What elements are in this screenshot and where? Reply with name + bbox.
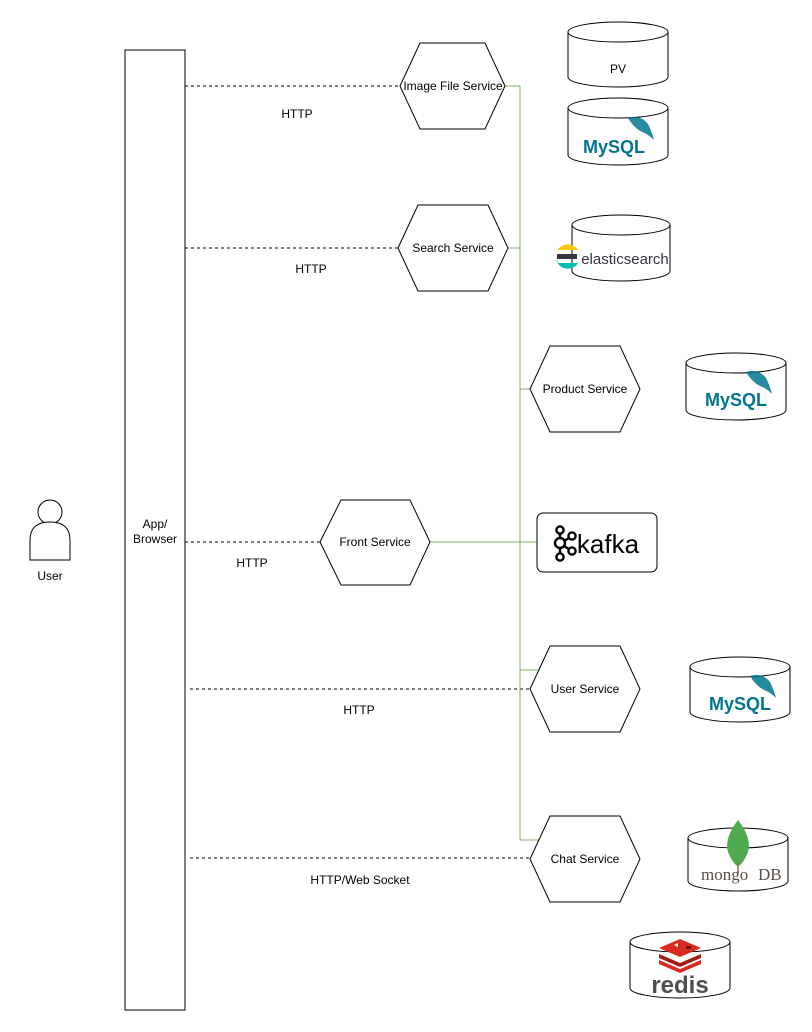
store-elasticsearch-top	[571, 214, 671, 236]
store-redis[interactable]: redis	[629, 931, 731, 999]
conn-search-label: HTTP	[295, 262, 326, 276]
mysql-logo-icon: MySQL	[709, 674, 776, 714]
service-user-shape	[529, 645, 641, 733]
app-browser-box[interactable]: App/ Browser	[124, 49, 186, 1011]
service-search-shape	[397, 204, 509, 292]
service-search[interactable]: Search Service	[397, 204, 509, 292]
user-head	[37, 499, 63, 525]
store-kafka[interactable]: kafka	[536, 512, 658, 573]
kafka-label: kafka	[577, 529, 640, 559]
mysql-logo-icon: MySQL	[583, 116, 654, 157]
mongodb-label-left: mongo	[701, 865, 748, 884]
app-browser-rect	[124, 49, 186, 1011]
store-mysql-product-top	[685, 352, 787, 374]
service-user[interactable]: User Service	[529, 645, 641, 733]
mysql-logo-icon: MySQL	[705, 370, 772, 410]
store-pv[interactable]: PV	[567, 21, 669, 88]
svg-text:MySQL: MySQL	[709, 694, 771, 714]
conn-image-file-label: HTTP	[281, 107, 312, 121]
elasticsearch-logo-icon	[556, 244, 578, 269]
service-product-shape	[529, 345, 641, 433]
store-pv-top	[567, 21, 669, 43]
service-front-shape	[319, 499, 431, 586]
service-front-label: Front Service	[339, 535, 411, 549]
http-connections: HTTP HTTP HTTP HTTP HTTP/Web Socket	[185, 85, 530, 887]
mongodb-leaf-icon	[727, 820, 749, 866]
service-product-label: Product Service	[543, 382, 628, 396]
service-user-label: User Service	[551, 682, 620, 696]
store-mysql-product[interactable]: MySQL	[685, 352, 787, 421]
conn-chat-label: HTTP/Web Socket	[310, 873, 410, 887]
store-mysql-user-top	[689, 656, 791, 678]
store-pv-cylinder	[567, 32, 669, 88]
store-elasticsearch[interactable]: elasticsearch	[556, 214, 671, 282]
service-chat-shape	[529, 815, 641, 903]
elasticsearch-label: elasticsearch	[581, 251, 669, 268]
store-mongodb[interactable]: mongo DB	[687, 820, 789, 892]
mongodb-label-right: DB	[758, 865, 782, 884]
service-search-label: Search Service	[412, 241, 494, 255]
svg-text:MySQL: MySQL	[583, 137, 645, 157]
redis-logo-icon	[659, 939, 701, 973]
service-image-file-label: Image File Service	[403, 79, 503, 93]
redis-label: redis	[651, 972, 708, 999]
user-label: User	[37, 569, 62, 583]
user-actor[interactable]: User	[29, 499, 71, 583]
service-image-file-shape	[399, 42, 506, 130]
service-product[interactable]: Product Service	[529, 345, 641, 433]
app-browser-label-line2: Browser	[133, 532, 177, 546]
store-mysql-image[interactable]: MySQL	[567, 97, 669, 166]
service-image-file[interactable]: Image File Service	[399, 42, 506, 130]
store-elasticsearch-cylinder	[571, 225, 671, 282]
store-kafka-box	[536, 512, 658, 573]
service-chat-label: Chat Service	[551, 852, 620, 866]
store-pv-label: PV	[610, 62, 626, 76]
conn-front-label: HTTP	[236, 556, 267, 570]
internal-connectors	[430, 85, 540, 841]
store-mysql-image-top	[567, 97, 669, 119]
conn-user-label: HTTP	[343, 703, 374, 717]
app-browser-label-line1: App/	[143, 517, 168, 531]
kafka-logo-icon	[553, 525, 577, 562]
store-mysql-user[interactable]: MySQL	[689, 656, 791, 723]
user-body	[29, 521, 71, 561]
service-chat[interactable]: Chat Service	[529, 815, 641, 903]
svg-text:MySQL: MySQL	[705, 390, 767, 410]
service-front[interactable]: Front Service	[319, 499, 431, 586]
